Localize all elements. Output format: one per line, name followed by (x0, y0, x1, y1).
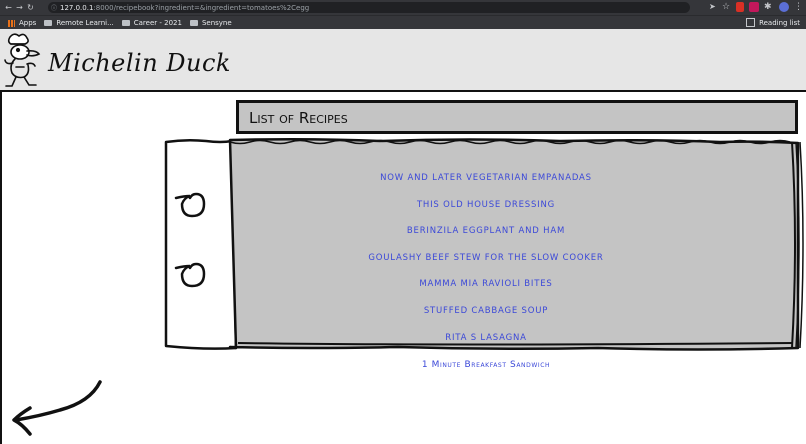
recipe-link[interactable]: 1 Minute Breakfast Sandwich (421, 360, 551, 370)
url-path: :8000/recipebook?ingredient=&ingredient=… (93, 3, 310, 12)
recipes-heading-box: List of Recipes (236, 100, 798, 134)
bookmark-label: Career - 2021 (133, 19, 182, 27)
folder-icon (44, 20, 53, 26)
folder-icon (121, 20, 130, 26)
recipe-link[interactable]: Mamma Mia Ravioli Bites (419, 279, 553, 290)
extensions-area: ➤ ☆ ✱ ⋮ (709, 2, 803, 12)
list-item: Goulashy Beef Stew for the Slow Cooker (232, 242, 740, 269)
recipe-link[interactable]: Now and Later Vegetarian Empanadas (380, 173, 592, 183)
bookmark-sensyne[interactable]: Sensyne (189, 19, 232, 27)
list-item: Berinzila Eggplant and Ham (232, 215, 740, 242)
list-item: Rita s Lasagna (232, 322, 740, 349)
profile-avatar[interactable] (779, 2, 789, 12)
recipe-link[interactable]: Berinzila Eggplant and Ham (406, 226, 566, 237)
bookmark-remote-learning[interactable]: Remote Learni... (44, 19, 114, 27)
apps-grid-icon (8, 19, 15, 27)
recipe-list: Now and Later Vegetarian Empanadas This … (232, 162, 740, 348)
back-arrow-icon[interactable] (8, 378, 108, 438)
bookmark-apps[interactable]: Apps (8, 19, 36, 27)
reading-list-button[interactable]: Reading list (746, 18, 800, 27)
url-host: 127.0.0.1 (60, 3, 94, 12)
recipe-link[interactable]: Goulashy Beef Stew for the Slow Cooker (368, 252, 604, 263)
address-bar[interactable]: ⓘ 127.0.0.1:8000/recipebook?ingredient=&… (48, 2, 690, 13)
star-icon[interactable]: ☆ (722, 2, 731, 12)
bookmarks-bar: Apps Remote Learni... Career - 2021 Sens… (0, 15, 806, 30)
page-border (0, 91, 2, 444)
reload-icon[interactable]: ↻ (27, 3, 34, 12)
recipe-link[interactable]: This Old House Dressing (416, 199, 556, 210)
scroll-parchment (164, 137, 804, 351)
overflow-recipe: 1 Minute Breakfast Sandwich (232, 352, 740, 371)
site-title[interactable]: Michelin Duck (48, 49, 231, 77)
reading-list-label: Reading list (759, 18, 800, 27)
forward-icon[interactable]: → (16, 3, 23, 12)
extension-pink-icon[interactable] (749, 2, 759, 12)
site-header: Michelin Duck (0, 29, 806, 92)
bookmark-career[interactable]: Career - 2021 (121, 19, 182, 27)
browser-toolbar: ← → ↻ ⓘ 127.0.0.1:8000/recipebook?ingred… (0, 0, 806, 15)
bookmark-label: Remote Learni... (56, 19, 114, 27)
recipe-link[interactable]: Stuffed Cabbage Soup (423, 305, 549, 316)
folder-icon (189, 20, 198, 26)
recipe-link[interactable]: Rita s Lasagna (445, 332, 527, 343)
duck-chef-logo[interactable] (2, 31, 46, 89)
list-item: This Old House Dressing (232, 189, 740, 216)
puzzle-icon[interactable]: ✱ (764, 2, 772, 12)
bookmark-label: Apps (19, 19, 37, 27)
page-title: List of Recipes (249, 109, 348, 127)
extension-red-icon[interactable] (736, 2, 744, 12)
list-item: Now and Later Vegetarian Empanadas (232, 162, 740, 189)
list-item: Mamma Mia Ravioli Bites (232, 268, 740, 295)
info-icon[interactable]: ⓘ (50, 5, 57, 12)
bookmark-label: Sensyne (201, 19, 232, 27)
list-item: Stuffed Cabbage Soup (232, 295, 740, 322)
send-icon[interactable]: ➤ (709, 2, 716, 11)
menu-icon[interactable]: ⋮ (794, 2, 803, 12)
reading-list-icon (746, 18, 756, 27)
back-icon[interactable]: ← (5, 3, 12, 12)
